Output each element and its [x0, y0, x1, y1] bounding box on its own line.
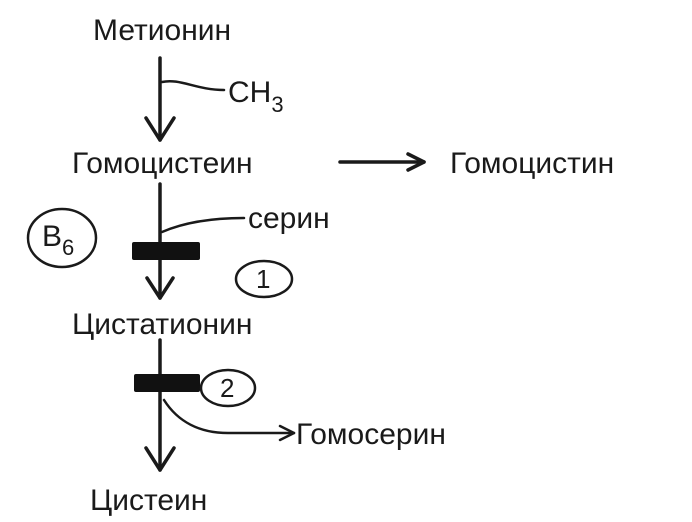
serine-input-arrow [160, 216, 246, 234]
arrow-homocysteine-to-cystathionine [145, 182, 175, 300]
methionine-label: Метионин [93, 14, 231, 47]
homoserine-label: Гомосерин [296, 418, 446, 451]
b6-subscript: 6 [62, 235, 74, 260]
enzyme-1-label: 1 [256, 264, 270, 294]
ch3-subscript: 3 [271, 92, 283, 117]
arrow-homocysteine-to-homocystine [338, 152, 426, 172]
cystathionine-label: Цистатионин [72, 308, 252, 341]
cysteine-label: Цистеин [90, 484, 207, 517]
arrow-cystathionine-to-cysteine [144, 338, 176, 472]
arrow-methionine-to-homocysteine [144, 56, 176, 142]
homocystine-label: Гомоцистин [450, 147, 614, 180]
ch3-label: CH3 [228, 76, 284, 117]
b6-label: B6 [42, 220, 74, 260]
enzyme-2-label: 2 [220, 373, 234, 403]
ch3-removal-arrow [160, 79, 226, 92]
ch3-base: CH [228, 76, 271, 109]
serine-label: серин [248, 202, 330, 235]
enzyme-block-1 [132, 242, 200, 260]
enzyme-2-circle [199, 368, 257, 408]
b6-base: B [42, 220, 62, 253]
homocysteine-label: Гомоцистеин [72, 147, 253, 180]
enzyme-block-2 [134, 374, 200, 392]
homoserine-output-arrow [162, 398, 296, 442]
b6-cofactor-circle [26, 207, 98, 269]
enzyme-1-circle [234, 259, 294, 299]
